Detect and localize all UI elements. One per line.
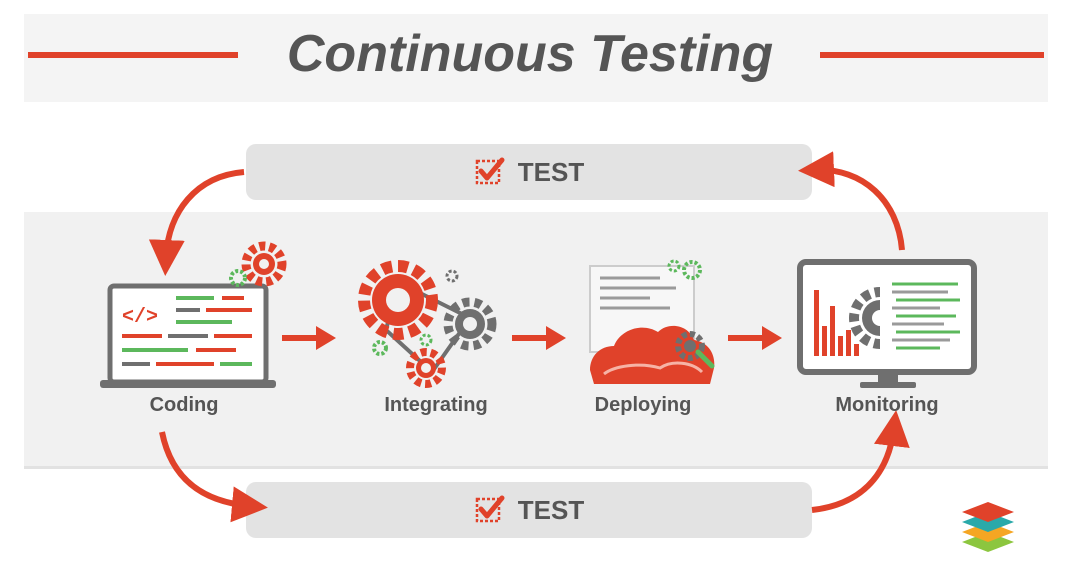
cloud-deploy-icon xyxy=(589,259,715,384)
stage-label-deploying: Deploying xyxy=(594,394,692,416)
gears-icon xyxy=(358,260,497,388)
stage-label-integrating: Integrating xyxy=(384,394,488,416)
arrow-test-to-monitoring xyxy=(811,410,910,513)
title-line-right xyxy=(820,52,1044,58)
stacked-layers-logo-icon xyxy=(962,502,1014,552)
title-line-left xyxy=(28,52,238,58)
monitor-chart-icon xyxy=(797,259,977,388)
test-label: TEST xyxy=(517,494,585,525)
arrow-coding-to-test xyxy=(159,431,268,523)
arrow-integrating-to-deploying xyxy=(512,326,566,350)
title-band xyxy=(24,14,1048,102)
page-title: Continuous Testing xyxy=(286,25,774,83)
arrow-deploying-to-monitoring xyxy=(728,326,782,350)
arrow-test-to-coding xyxy=(148,169,245,276)
test-bar-top: TEST xyxy=(246,144,812,200)
svg-text:</>: </> xyxy=(122,306,158,329)
stage-label-coding: Coding xyxy=(149,394,219,416)
test-label: TEST xyxy=(517,156,585,187)
test-bar-bottom: TEST xyxy=(246,482,812,538)
stage-label-monitoring: Monitoring xyxy=(835,394,939,416)
checkbox-icon xyxy=(475,495,505,523)
arrow-monitoring-to-test xyxy=(798,151,905,251)
laptop-code-icon: </> xyxy=(100,241,287,388)
checkbox-icon xyxy=(475,157,505,185)
arrow-coding-to-integrating xyxy=(282,326,336,350)
